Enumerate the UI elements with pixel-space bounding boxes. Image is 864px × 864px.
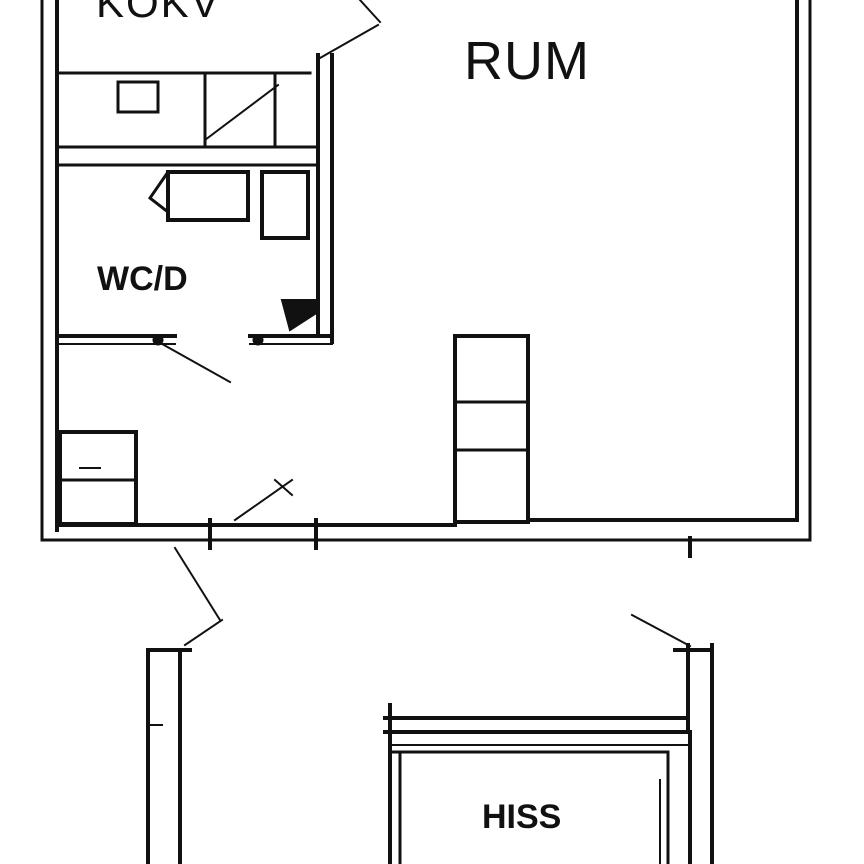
shower-corner (280, 299, 319, 332)
room-label-rum: RUM (464, 31, 590, 91)
door-swing-top (318, 0, 382, 60)
outer-wall-left (40, 0, 59, 542)
room-label-kokv: KOKV (96, 0, 221, 26)
door-swing-wc (152, 334, 264, 384)
closet (453, 334, 530, 524)
outer-wall-right (795, 0, 812, 542)
stairwell-wall-left (146, 648, 192, 864)
stairwell-door-swing (173, 546, 692, 648)
washing-machine (260, 170, 310, 240)
kitchen-counter (55, 71, 320, 167)
outer-wall-bottom (40, 518, 812, 542)
room-label-hiss: HISS (482, 798, 562, 836)
bathtub (147, 169, 250, 222)
room-label-wcd: WC/D (97, 260, 188, 298)
elevator-shaft (383, 703, 692, 864)
stairwell-wall-right (673, 643, 714, 864)
entrance-door (208, 478, 692, 558)
wardrobe (58, 430, 138, 526)
